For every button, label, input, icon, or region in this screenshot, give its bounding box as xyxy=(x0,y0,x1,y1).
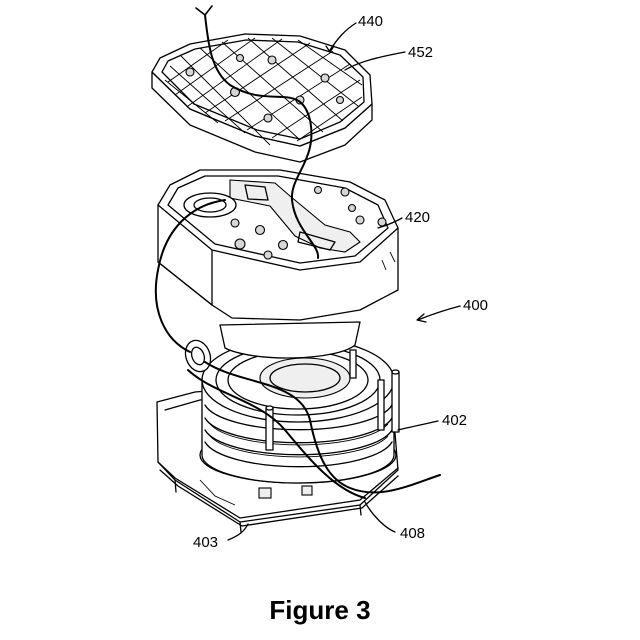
middle-housing-420 xyxy=(158,170,398,358)
figure-caption: Figure 3 xyxy=(0,595,640,626)
label-403: 403 xyxy=(193,535,218,550)
label-408: 408 xyxy=(400,526,425,541)
label-400: 400 xyxy=(463,298,488,313)
label-402: 402 xyxy=(442,413,467,428)
label-440: 440 xyxy=(358,14,383,29)
motor-housing-402 xyxy=(200,338,399,483)
label-452: 452 xyxy=(408,45,433,60)
label-420: 420 xyxy=(405,210,430,225)
top-filter-440 xyxy=(152,34,372,162)
